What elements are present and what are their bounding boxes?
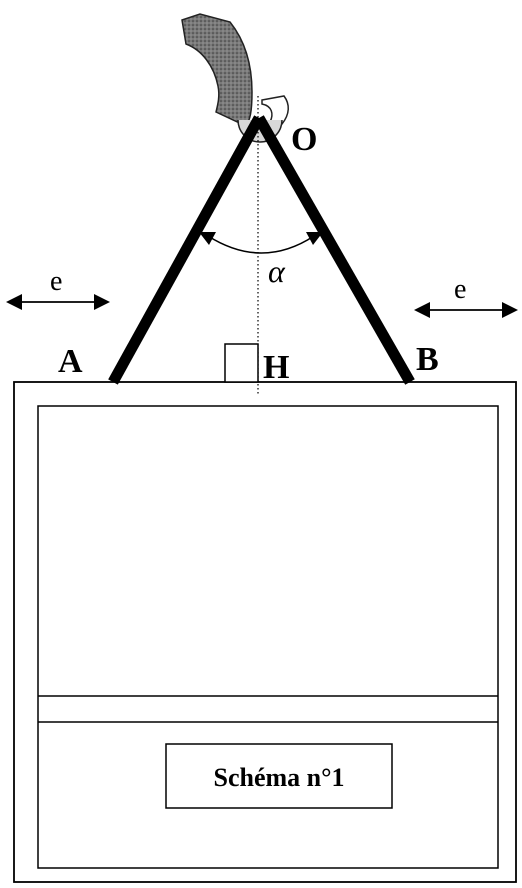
angle-arc-icon	[207, 235, 315, 254]
angle-arrowhead-right-icon	[306, 232, 323, 245]
double-arrow-left-head-l-icon	[6, 294, 22, 310]
caption-box	[165, 743, 393, 809]
leg-OA	[108, 115, 264, 385]
label-e-right: e	[454, 274, 466, 305]
leg-OB	[254, 115, 415, 385]
label-A: A	[58, 343, 83, 380]
handle-icon	[181, 13, 253, 127]
angle-arrowhead-left-icon	[199, 232, 216, 245]
inner-box	[37, 405, 499, 869]
double-arrow-right-head-l-icon	[414, 302, 430, 318]
label-B: B	[416, 341, 439, 378]
label-alpha: α	[268, 253, 286, 289]
label-O: O	[291, 121, 317, 158]
caption-text: Schéma n°1	[213, 763, 344, 792]
label-e-left: e	[50, 266, 62, 297]
right-angle-icon	[224, 343, 259, 383]
double-arrow-right-head-r-icon	[502, 302, 518, 318]
label-H: H	[263, 349, 289, 386]
outer-box	[13, 381, 517, 883]
double-arrow-left-head-r-icon	[94, 294, 110, 310]
